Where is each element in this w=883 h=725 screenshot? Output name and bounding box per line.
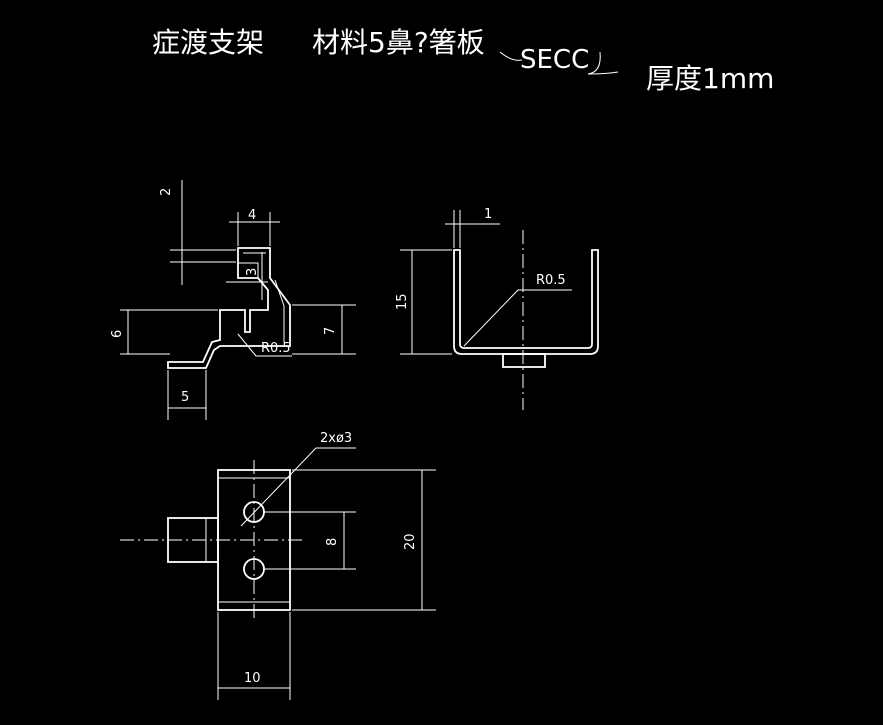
dim-6-text: 6 [110,330,125,338]
holes-leader [240,447,356,527]
side-radius-leader [237,333,292,357]
side-inner-bend [274,279,285,342]
dim-3-text: 3 [245,268,260,276]
dim-10-text: 10 [244,671,261,686]
title-thickness: 厚度1mm [646,62,774,95]
front-profile [453,249,599,355]
dim-1-text: 1 [484,207,492,222]
top-view: 2xø3 8 20 10 [120,431,436,700]
dim-5-text: 5 [181,390,189,405]
side-notch-outline [238,262,259,278]
front-tab [502,353,546,368]
title-material: 材料5鼻?箸板 [312,26,485,59]
dim-15-text: 15 [395,293,410,310]
holes-text: 2xø3 [320,431,352,446]
side-profile-outer [167,247,291,369]
dim-20-text: 20 [403,533,418,550]
dim-2-text: 2 [159,188,174,196]
front-view: 1 15 R0.5 [395,207,599,410]
dim-7-text: 7 [323,327,338,335]
side-radius-text: R0.5 [261,341,291,356]
title-connector-1 [499,51,523,61]
front-radius-leader [463,289,572,347]
title-connector-2 [587,51,619,75]
front-radius-text: R0.5 [536,273,566,288]
title-spec: SECC [520,45,589,75]
dim-4-text: 4 [248,208,256,223]
side-view: 2 4 3 6 7 R0.5 5 [110,180,356,420]
dim-8-text: 8 [325,538,340,546]
title-part-name: 症渡支架 [152,26,264,59]
